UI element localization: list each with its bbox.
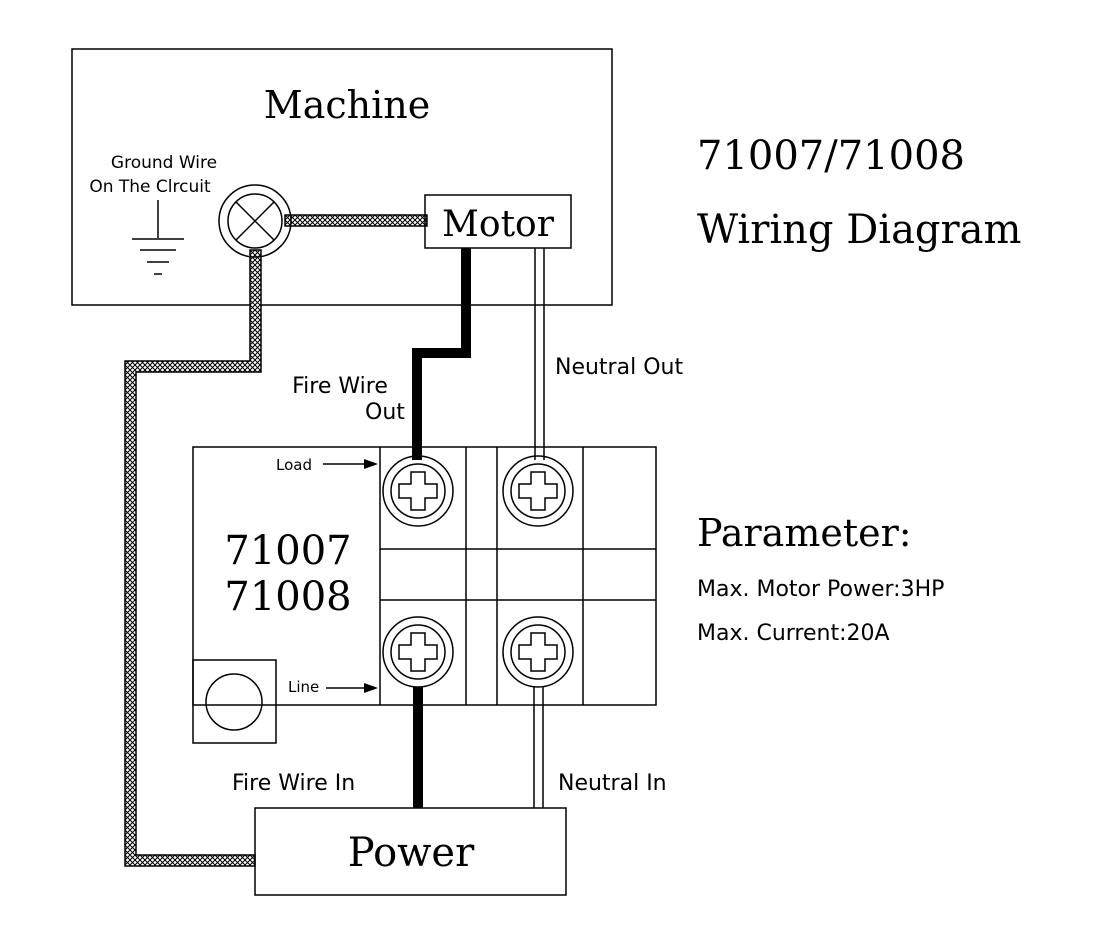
terminal-line-neutral-icon: [502, 616, 574, 688]
title-diagram: Wiring Diagram: [697, 207, 1021, 253]
device-model-2: 71008: [224, 574, 351, 620]
neutral-out-label: Neutral Out: [555, 355, 683, 380]
motor-box: [424, 194, 572, 249]
lamp-x-icon: [218, 184, 292, 258]
parameter-current: Max. Current:20A: [697, 621, 890, 646]
load-label: Load: [276, 456, 312, 474]
line-arrow-icon: [326, 683, 378, 693]
power-label: Power: [348, 830, 475, 876]
terminal-load-neutral-icon: [502, 455, 574, 527]
parameter-motor-power: Max. Motor Power:3HP: [697, 577, 944, 602]
machine-box: [71, 48, 613, 306]
power-box: [254, 807, 567, 896]
parameter-heading: Parameter:: [697, 511, 912, 555]
terminal-load-fire-icon: [382, 455, 454, 527]
machine-label: Machine: [264, 83, 430, 127]
ground-circuit-label: On The Clrcuit: [89, 177, 211, 197]
fire-wire-out-label-2: Out: [365, 400, 405, 425]
switch-device: [192, 446, 657, 744]
fire-wire-out-label-1: Fire Wire: [292, 374, 388, 399]
fire-wire-out: [412, 248, 471, 460]
motor-label: Motor: [442, 204, 555, 245]
ground-wire-label: Ground Wire: [111, 153, 217, 173]
line-label: Line: [288, 678, 319, 696]
fire-wire-in-label: Fire Wire In: [232, 771, 355, 796]
title-model: 71007/71008: [697, 133, 965, 179]
terminal-line-fire-icon: [382, 616, 454, 688]
ground-symbol-icon: [132, 200, 184, 275]
load-arrow-icon: [323, 459, 378, 469]
neutral-wire-in: [533, 687, 544, 808]
neutral-wire-out: [534, 248, 545, 460]
device-model-1: 71007: [224, 528, 351, 574]
neutral-in-label: Neutral In: [558, 771, 667, 796]
fire-wire-in: [413, 687, 423, 808]
